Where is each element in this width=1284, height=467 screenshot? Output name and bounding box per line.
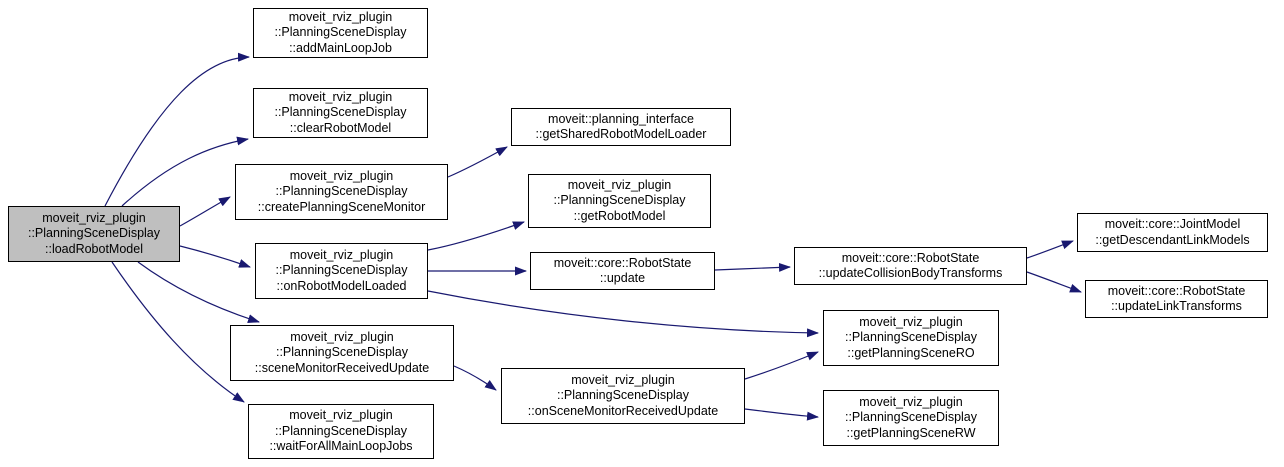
node-label-line: moveit::core::RobotState: [553, 255, 692, 270]
node-label-line: ::getDescendantLinkModels: [1095, 232, 1250, 247]
node-sceneMonitorReceivedUpdate[interactable]: moveit_rviz_plugin::PlanningSceneDisplay…: [230, 325, 454, 381]
node-label-line: ::sceneMonitorReceivedUpdate: [254, 360, 430, 375]
node-label-line: ::PlanningSceneDisplay: [274, 105, 407, 120]
node-label-line: ::PlanningSceneDisplay: [556, 388, 690, 403]
node-label-line: ::PlanningSceneDisplay: [275, 263, 408, 278]
node-label-line: moveit_rviz_plugin: [288, 89, 393, 104]
node-label-line: ::getRobotModel: [573, 208, 666, 223]
node-label-line: ::updateLinkTransforms: [1111, 299, 1242, 313]
node-onRobotModelLoaded[interactable]: moveit_rviz_plugin::PlanningSceneDisplay…: [255, 243, 428, 299]
edge-loadRobotModel-to-sceneMonitorReceivedUpdate: [137, 261, 260, 323]
node-label-line: ::PlanningSceneDisplay: [275, 184, 408, 199]
node-label-line: moveit_rviz_plugin: [42, 210, 146, 225]
node-label-line: ::loadRobotModel: [45, 241, 143, 256]
node-waitForAllMainLoopJobs[interactable]: moveit_rviz_plugin::PlanningSceneDisplay…: [248, 404, 434, 459]
node-label-line: moveit::core::RobotState: [1107, 283, 1246, 298]
node-label-line: ::PlanningSceneDisplay: [275, 345, 409, 360]
node-label-line: ::getPlanningSceneRW: [846, 425, 976, 440]
node-label-line: ::PlanningSceneDisplay: [553, 193, 686, 208]
node-label-line: ::PlanningSceneDisplay: [844, 410, 978, 425]
node-clearRobotModel[interactable]: moveit_rviz_plugin::PlanningSceneDisplay…: [253, 88, 428, 138]
node-label-line: moveit_rviz_plugin: [567, 177, 672, 192]
node-getSharedRobotModelLoader[interactable]: moveit::planning_interface::getSharedRob…: [511, 108, 731, 146]
node-label-line: ::PlanningSceneDisplay: [274, 25, 407, 40]
edge-loadRobotModel-to-onRobotModelLoaded: [179, 245, 251, 268]
node-label-line: ::getPlanningSceneRO: [847, 345, 975, 360]
node-getDescendantLinkModels[interactable]: moveit::core::JointModel::getDescendantL…: [1077, 213, 1268, 252]
edge-updateCollisionBodyTransforms-to-updateLinkTransforms: [1026, 271, 1082, 293]
node-label-line: moveit_rviz_plugin: [571, 372, 675, 387]
node-label-line: moveit_rviz_plugin: [859, 394, 963, 409]
node-label-line: ::PlanningSceneDisplay: [27, 226, 161, 241]
edge-onRobotModelLoaded-to-getPlanningSceneRO: [427, 290, 819, 338]
edge-sceneMonitorReceivedUpdate-to-onSceneMonitorReceivedUpdate: [453, 365, 497, 391]
node-label-line: ::update: [599, 271, 646, 285]
node-updateLinkTransforms[interactable]: moveit::core::RobotState::updateLinkTran…: [1085, 280, 1268, 318]
node-label-line: ::addMainLoopJob: [289, 40, 392, 55]
node-label-line: ::PlanningSceneDisplay: [274, 423, 408, 438]
node-label-line: ::onSceneMonitorReceivedUpdate: [527, 403, 719, 418]
node-label-line: ::clearRobotModel: [289, 120, 392, 135]
edge-loadRobotModel-to-addMainLoopJob: [104, 52, 250, 207]
node-label-line: ::waitForAllMainLoopJobs: [269, 439, 413, 454]
node-label-line: ::PlanningSceneDisplay: [844, 330, 978, 345]
edge-loadRobotModel-to-waitForAllMainLoopJobs: [111, 261, 245, 403]
node-label-line: moveit::core::RobotState: [841, 250, 980, 265]
edge-loadRobotModel-to-createPlanningSceneMonitor: [179, 196, 231, 227]
edge-updateCollisionBodyTransforms-to-getDescendantLinkModels: [1026, 240, 1074, 259]
node-loadRobotModel: moveit_rviz_plugin::PlanningSceneDisplay…: [8, 206, 180, 262]
node-label-line: moveit::planning_interface: [548, 111, 694, 126]
edge-update-to-updateCollisionBodyTransforms: [714, 262, 791, 272]
node-label-line: moveit_rviz_plugin: [289, 168, 394, 183]
node-label-line: moveit_rviz_plugin: [859, 314, 963, 329]
node-createPlanningSceneMonitor[interactable]: moveit_rviz_plugin::PlanningSceneDisplay…: [235, 164, 448, 220]
node-addMainLoopJob[interactable]: moveit_rviz_plugin::PlanningSceneDisplay…: [253, 8, 428, 58]
node-label-line: moveit_rviz_plugin: [288, 9, 393, 24]
edge-createPlanningSceneMonitor-to-getSharedRobotModelLoader: [447, 146, 508, 178]
node-label-line: moveit::core::JointModel: [1104, 217, 1241, 231]
node-getPlanningSceneRO[interactable]: moveit_rviz_plugin::PlanningSceneDisplay…: [823, 310, 999, 366]
edge-onSceneMonitorReceivedUpdate-to-getPlanningSceneRW: [744, 408, 819, 421]
edge-onRobotModelLoaded-to-getRobotModel: [427, 221, 525, 251]
node-label-line: ::updateCollisionBodyTransforms: [818, 266, 1003, 280]
node-update[interactable]: moveit::core::RobotState::update: [530, 252, 715, 290]
node-label-line: ::getSharedRobotModelLoader: [535, 127, 707, 141]
node-label-line: moveit_rviz_plugin: [289, 247, 394, 262]
node-onSceneMonitorReceivedUpdate[interactable]: moveit_rviz_plugin::PlanningSceneDisplay…: [501, 368, 745, 424]
edge-loadRobotModel-to-clearRobotModel: [121, 136, 249, 207]
edge-onSceneMonitorReceivedUpdate-to-getPlanningSceneRO: [744, 351, 819, 380]
node-label-line: moveit_rviz_plugin: [290, 329, 394, 344]
node-label-line: ::createPlanningSceneMonitor: [257, 199, 426, 214]
node-getPlanningSceneRW[interactable]: moveit_rviz_plugin::PlanningSceneDisplay…: [823, 390, 999, 446]
node-label-line: ::onRobotModelLoaded: [276, 278, 407, 293]
node-getRobotModel[interactable]: moveit_rviz_plugin::PlanningSceneDisplay…: [528, 174, 711, 228]
node-label-line: moveit_rviz_plugin: [289, 408, 393, 423]
node-updateCollisionBodyTransforms[interactable]: moveit::core::RobotState::updateCollisio…: [794, 247, 1027, 285]
